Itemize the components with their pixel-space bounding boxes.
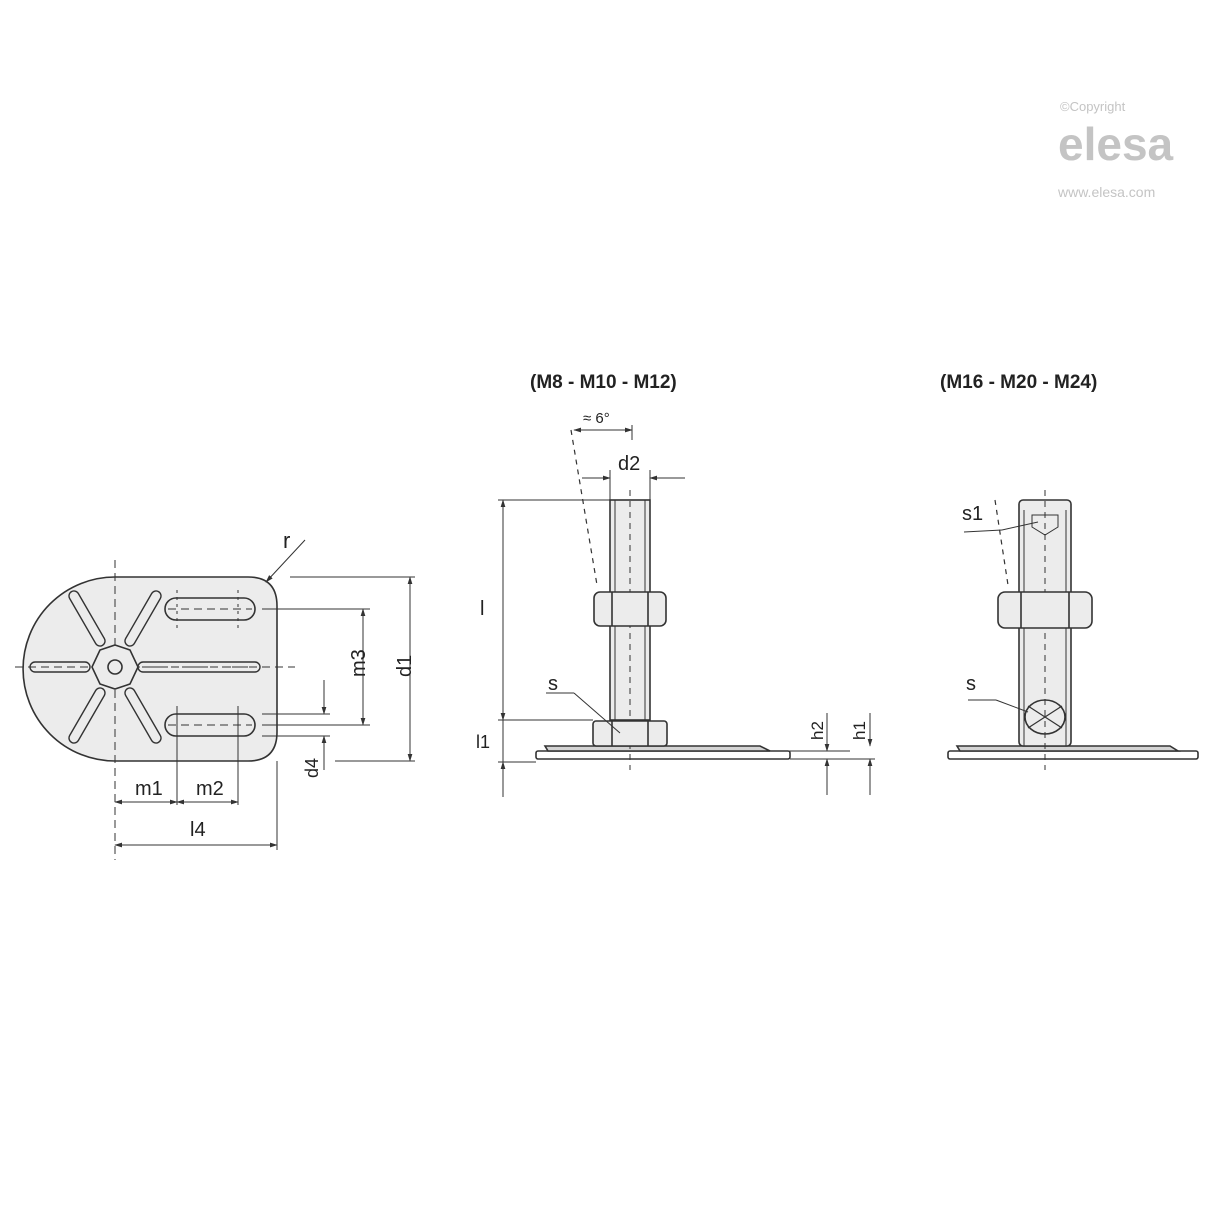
large-sizes-title: (M16 - M20 - M24) (940, 372, 1097, 393)
elesa-watermark: ©Copyright elesa www.elesa.com (1057, 99, 1174, 200)
label-s-large: s (966, 673, 976, 695)
label-s1: s1 (962, 503, 983, 525)
small-sizes-title: (M8 - M10 - M12) (530, 372, 677, 393)
small-sizes-labels: ≈ 6° d2 l l1 s h2 h1 (476, 410, 869, 752)
brand-logo: elesa (1058, 118, 1174, 170)
label-d1: d1 (394, 655, 416, 677)
label-r: r (283, 528, 290, 553)
label-m1: m1 (135, 778, 163, 800)
copyright-text: ©Copyright (1060, 99, 1126, 114)
label-l: l (480, 598, 484, 620)
label-s: s (548, 673, 558, 695)
plan-view-labels: r m3 d1 d4 m1 m2 l4 (135, 528, 416, 841)
label-l4: l4 (190, 819, 206, 841)
label-m3: m3 (348, 649, 370, 677)
label-m2: m2 (196, 778, 224, 800)
label-d2: d2 (618, 453, 640, 475)
large-sizes-labels: s1 s (962, 503, 983, 695)
plan-view (15, 539, 415, 860)
label-h2: h2 (808, 721, 827, 740)
label-d4: d4 (302, 758, 322, 778)
large-sizes-side-view (947, 490, 1199, 770)
label-l1: l1 (476, 732, 490, 752)
label-angle: ≈ 6° (583, 410, 610, 427)
brand-url: www.elesa.com (1057, 184, 1155, 200)
small-sizes-side-view (498, 425, 875, 797)
label-h1: h1 (850, 721, 869, 740)
